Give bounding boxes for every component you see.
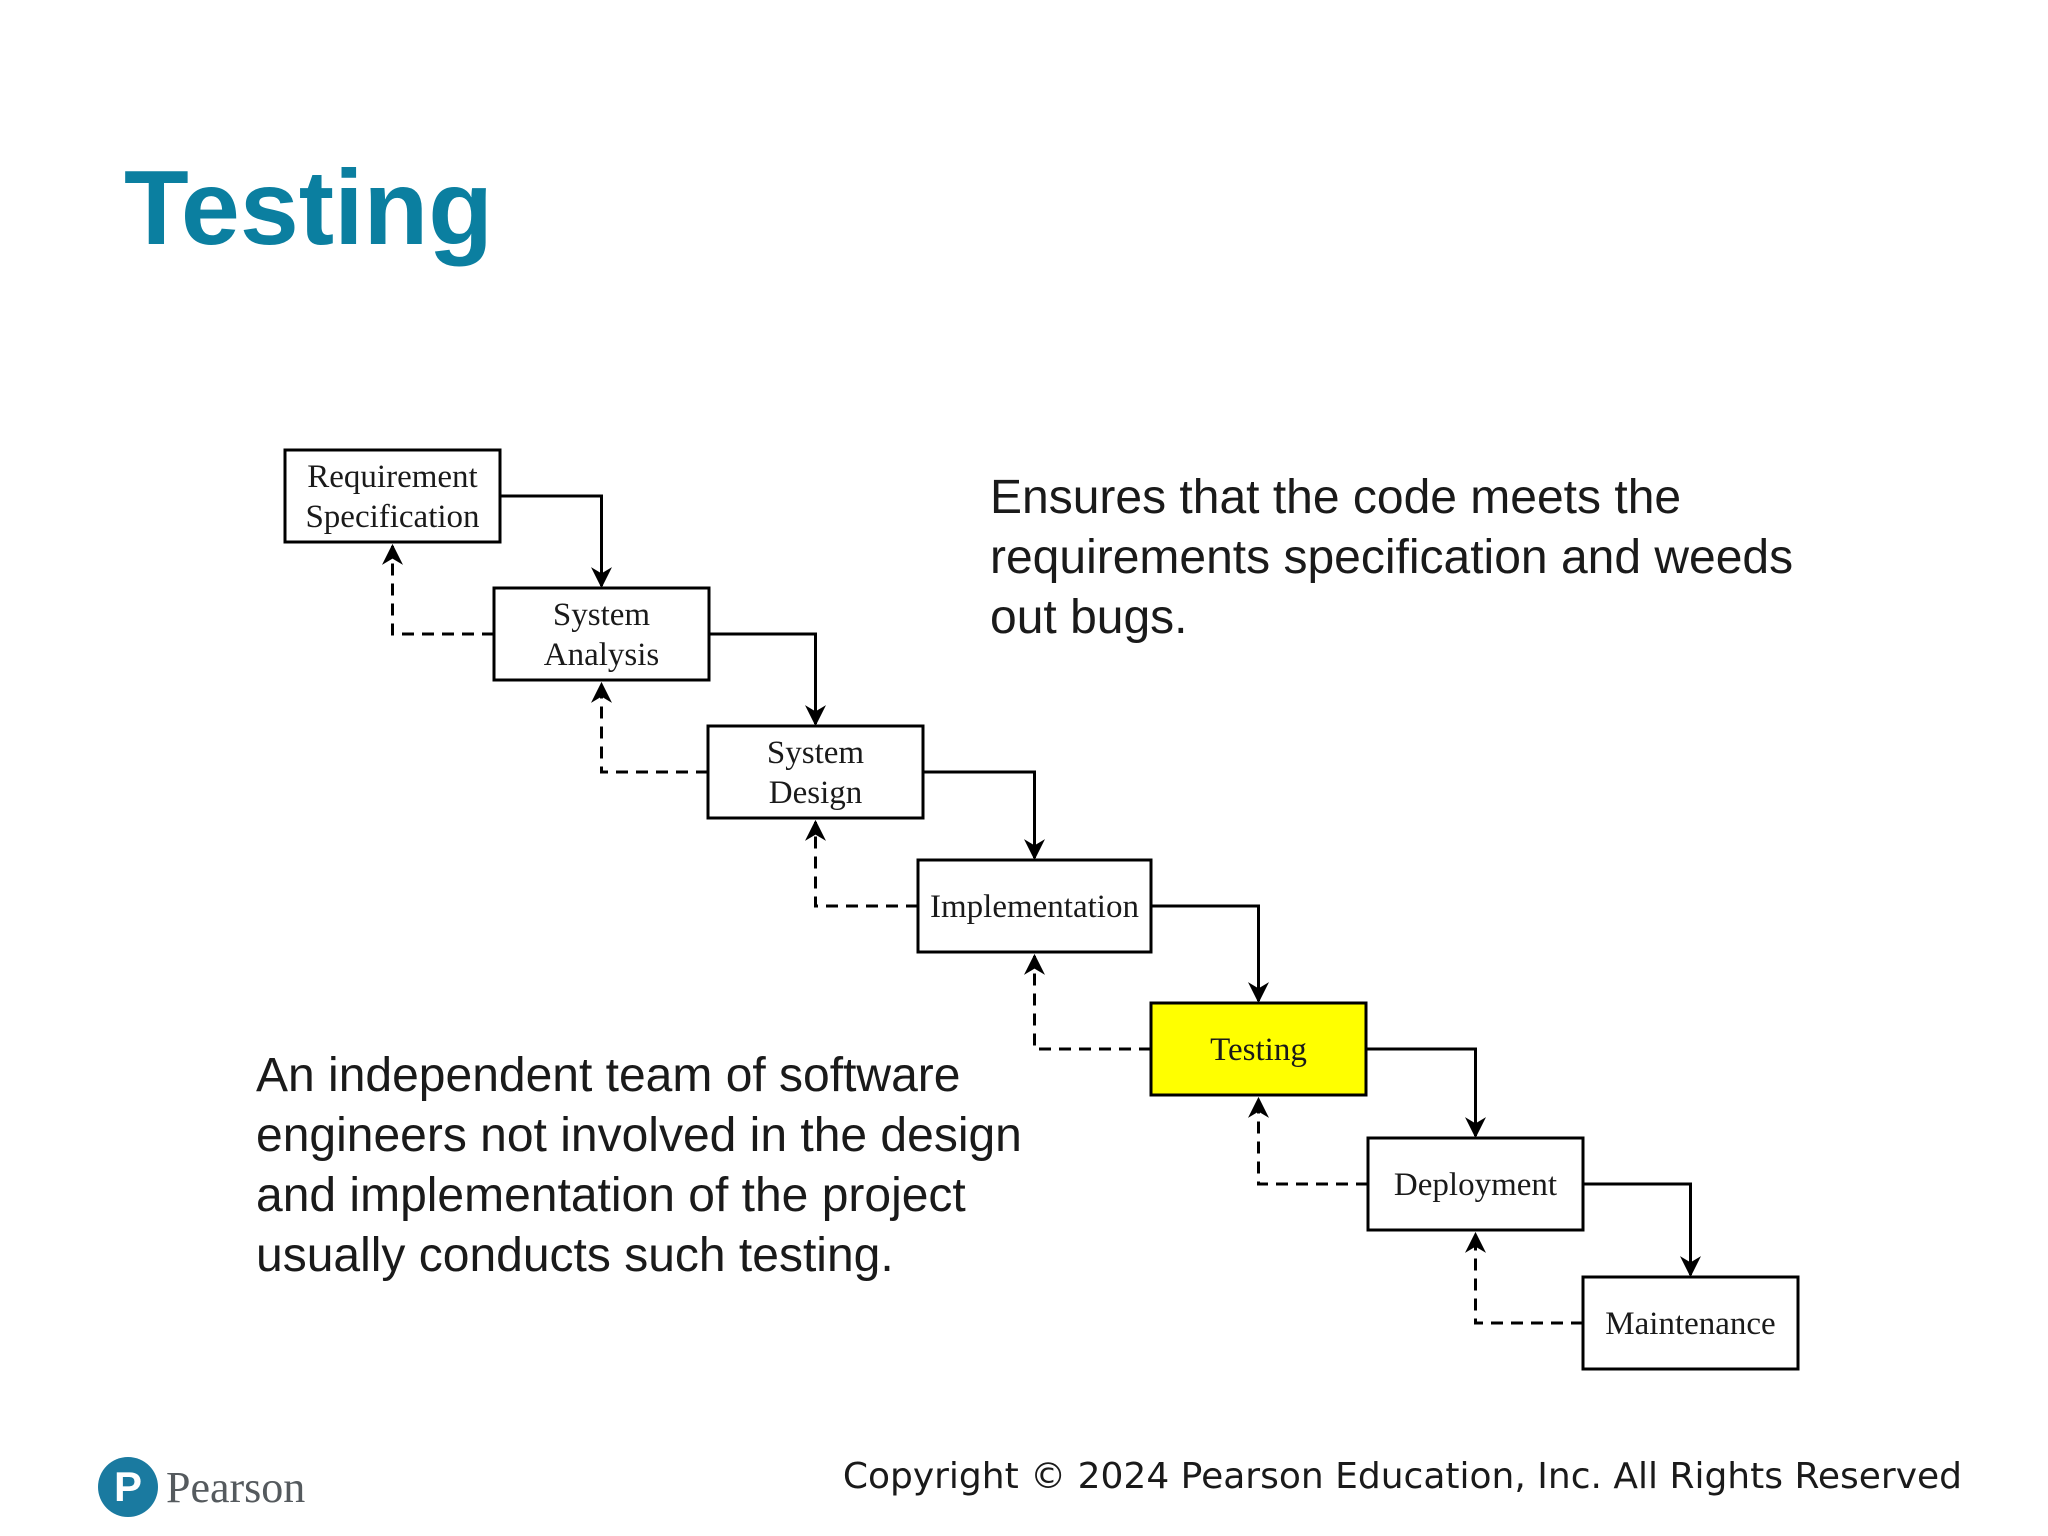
pearson-brand: P Pearson: [98, 1452, 305, 1522]
feedback-arrow: [382, 543, 494, 636]
description-line: requirements specification and weeds: [990, 531, 1794, 584]
feedback-arrow: [1465, 1231, 1583, 1325]
stage-box: [1149, 1001, 1368, 1097]
brand-name: Pearson: [166, 1462, 306, 1512]
stage-implementation: Implementation: [916, 858, 1153, 954]
team-note-line: engineers not involved in the design: [256, 1109, 1022, 1162]
stage-label: System: [553, 597, 651, 633]
stage-label: Requirement: [307, 459, 477, 495]
stage-box: [1581, 1275, 1800, 1371]
team-note-line: An independent team of software: [256, 1049, 961, 1102]
stage-box: [916, 858, 1153, 954]
team-note-text: An independent team of software engineer…: [256, 1046, 1022, 1286]
stage-label: Maintenance: [1605, 1306, 1775, 1342]
stage-box: [283, 448, 502, 544]
stage-label: System: [767, 735, 865, 771]
forward-arrow: [709, 632, 826, 727]
stage-box: [706, 724, 925, 820]
forward-arrow: [500, 494, 612, 589]
diagram-connectors: [382, 494, 1701, 1325]
stage-deployment: Deployment: [1366, 1136, 1585, 1232]
stage-box: [492, 586, 711, 682]
description-line: Ensures that the code meets the: [990, 471, 1682, 524]
stage-label: Design: [769, 775, 863, 811]
feedback-arrow: [591, 681, 708, 774]
stage-label: Specification: [305, 499, 479, 535]
slide-title: Testing: [124, 149, 494, 267]
diagram-stages: RequirementSpecificationSystemAnalysisSy…: [283, 448, 1800, 1371]
stage-label: Testing: [1210, 1032, 1307, 1068]
forward-arrow: [923, 770, 1045, 861]
forward-arrow: [1366, 1047, 1486, 1139]
feedback-arrow: [805, 819, 918, 908]
stage-label: Analysis: [544, 637, 660, 673]
description-text: Ensures that the code meets the requirem…: [990, 468, 1793, 648]
stage-testing: Testing: [1149, 1001, 1368, 1097]
copyright-text: Copyright © 2024 Pearson Education, Inc.…: [842, 1456, 1962, 1497]
forward-arrow: [1151, 904, 1269, 1004]
feedback-arrow: [1024, 953, 1151, 1051]
stage-box: [1366, 1136, 1585, 1232]
stage-label: Deployment: [1394, 1167, 1557, 1203]
stage-maintenance: Maintenance: [1581, 1275, 1800, 1371]
team-note-line: and implementation of the project: [256, 1169, 966, 1222]
pearson-p-logo-icon: P: [98, 1457, 158, 1517]
forward-arrow: [1583, 1182, 1701, 1278]
stage-label: Implementation: [930, 889, 1139, 925]
description-line: out bugs.: [990, 591, 1188, 644]
feedback-arrow: [1248, 1096, 1368, 1186]
team-note-line: usually conducts such testing.: [256, 1229, 894, 1282]
